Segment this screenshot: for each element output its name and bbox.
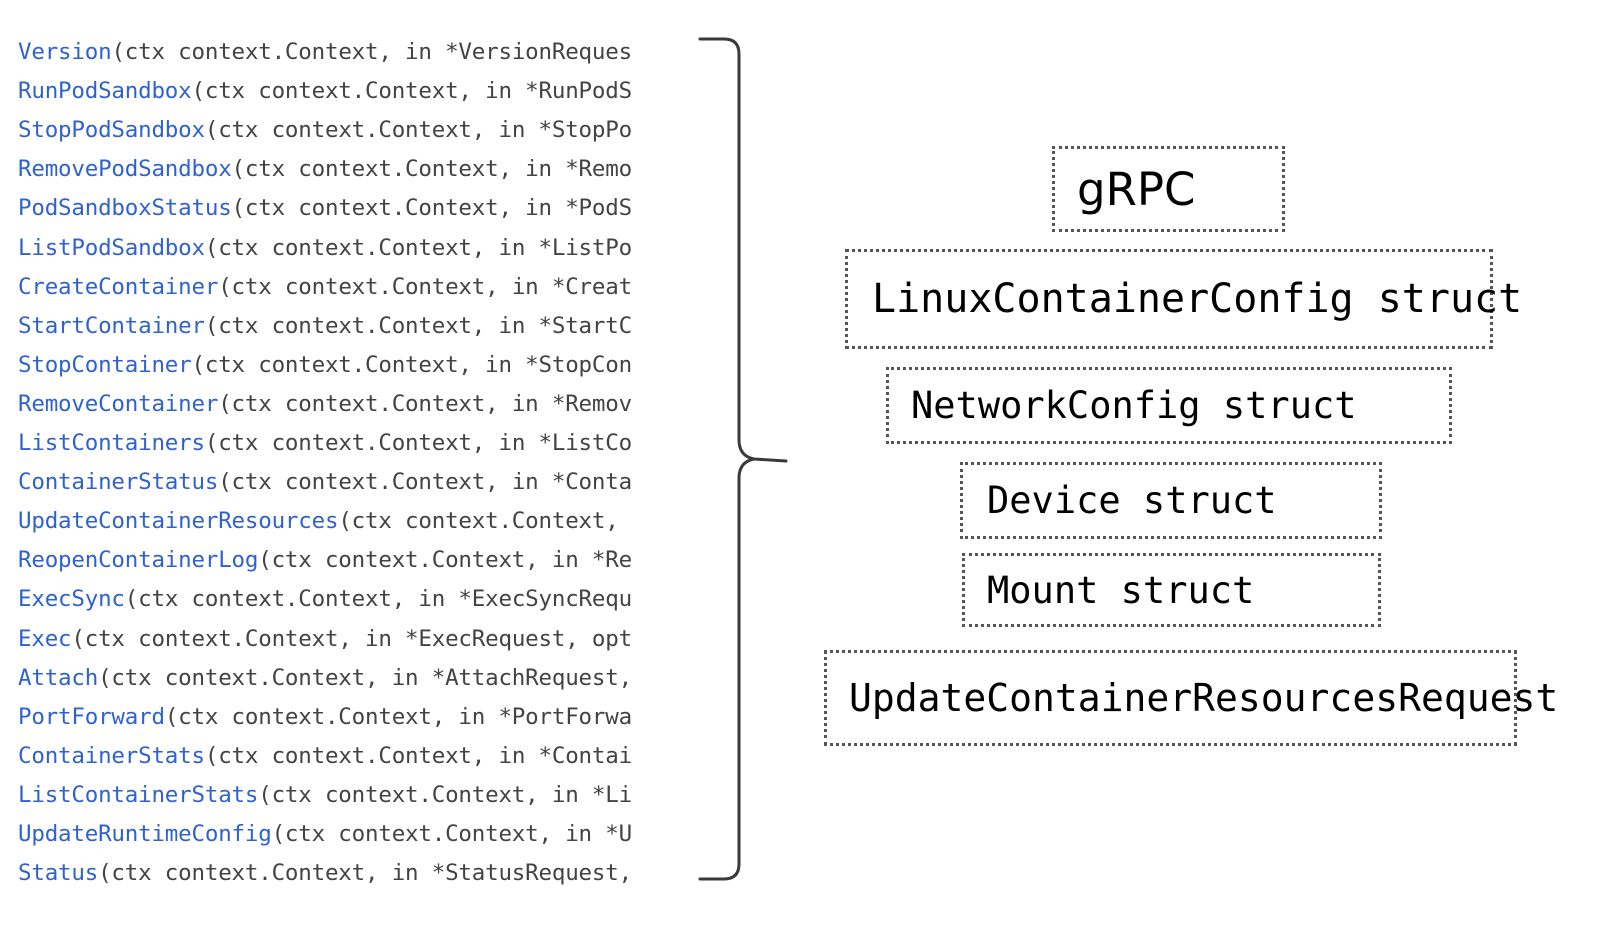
method-signature: (ctx context.Context, in *StopPo [204,117,632,144]
method-name: PodSandboxStatus [18,195,232,222]
method-signature: (ctx context.Context, in *AttachRequest, [98,664,632,691]
method-signature: (ctx context.Context, in *Li [258,781,632,808]
method-line: UpdateRuntimeConfig(ctx context.Context,… [18,820,632,848]
struct-box-grpc-label: gRPC [1077,162,1196,216]
method-name: UpdateContainerResources [18,508,339,535]
method-name: CreateContainer [18,273,219,300]
method-name: PortForward [18,703,165,730]
method-name: RunPodSandbox [18,78,192,105]
method-line: StopPodSandbox(ctx context.Context, in *… [18,116,632,144]
struct-box-linuxcontainerconfig-label: LinuxContainerConfig struct [872,276,1523,322]
method-line: RemoveContainer(ctx context.Context, in … [18,390,632,418]
method-line: Status(ctx context.Context, in *StatusRe… [18,859,632,887]
method-signature: (ctx context.Context, in *Contai [204,742,632,769]
method-line: ContainerStatus(ctx context.Context, in … [18,468,632,496]
method-signature: (ctx context.Context, in *StopCon [191,351,633,378]
method-name: ListPodSandbox [18,234,205,261]
method-signature: (ctx context.Context, in *PortForwa [164,703,632,730]
method-name: ListContainerStats [18,781,259,808]
method-line: ReopenContainerLog(ctx context.Context, … [18,546,632,574]
method-signature: (ctx context.Context, in *Re [258,547,632,574]
grouping-curly-brace [694,36,790,882]
method-signature: (ctx context.Context, in *Creat [218,273,632,300]
struct-box-device: Device struct [960,462,1382,539]
struct-box-networkconfig-label: NetworkConfig struct [911,384,1357,427]
struct-box-mount: Mount struct [962,553,1381,627]
method-signature: (ctx context.Context, [338,508,632,535]
method-signature: (ctx context.Context, in *RunPodS [191,78,633,105]
struct-box-updatecontainerresourcesrequest: UpdateContainerResourcesRequest [824,650,1558,746]
method-signature: (ctx context.Context, in *ListPo [204,234,632,261]
method-line: ListContainers(ctx context.Context, in *… [18,429,632,457]
method-line: CreateContainer(ctx context.Context, in … [18,273,632,301]
method-line: RunPodSandbox(ctx context.Context, in *R… [18,77,632,105]
method-name: ContainerStatus [18,469,219,496]
method-signature: (ctx context.Context, in *ExecRequest, o… [71,625,632,652]
method-name: StopContainer [18,351,192,378]
method-name: ReopenContainerLog [18,547,259,574]
method-name: StopPodSandbox [18,117,205,144]
method-name: StartContainer [18,312,205,339]
method-line: PortForward(ctx context.Context, in *Por… [18,703,632,731]
method-name: Version [18,39,112,65]
method-signature: (ctx context.Context, in *ExecSyncRequ [124,586,632,613]
code-right-clip-mask [655,0,715,937]
method-signature-list: Version(ctx context.Context, in *Version… [0,0,658,937]
method-signature: (ctx context.Context, in *U [271,821,633,847]
method-name: Attach [18,664,99,691]
method-line: Version(ctx context.Context, in *Version… [18,38,632,66]
method-line: ListPodSandbox(ctx context.Context, in *… [18,234,632,262]
method-signature: (ctx context.Context, in *Remov [218,390,632,417]
method-signature: (ctx context.Context, in *ListCo [204,430,632,456]
method-line: Exec(ctx context.Context, in *ExecReques… [18,625,632,653]
method-name: RemoveContainer [18,390,219,417]
struct-box-linuxcontainerconfig: LinuxContainerConfig struct [845,249,1522,349]
method-signature: (ctx context.Context, in *StartC [204,312,632,339]
method-signature: (ctx context.Context, in *PodS [231,195,633,222]
method-name: Exec [18,625,72,652]
struct-box-grpc: gRPC [1052,146,1285,232]
method-signature: (ctx context.Context, in *StatusRequest, [98,860,632,887]
method-line: ListContainerStats(ctx context.Context, … [18,781,632,809]
method-name: RemovePodSandbox [18,156,232,183]
method-line: StopContainer(ctx context.Context, in *S… [18,351,632,379]
struct-box-mount-label: Mount struct [987,568,1255,612]
method-signature: (ctx context.Context, in *VersionReques [111,39,632,65]
struct-box-updatecontainerresourcesrequest-label: UpdateContainerResourcesRequest [849,676,1559,720]
struct-box-device-label: Device struct [987,479,1277,522]
method-line: ExecSync(ctx context.Context, in *ExecSy… [18,585,632,613]
method-name: Status [18,860,99,887]
method-line: PodSandboxStatus(ctx context.Context, in… [18,194,632,222]
method-line: UpdateContainerResources(ctx context.Con… [18,507,632,535]
method-line: StartContainer(ctx context.Context, in *… [18,312,632,340]
method-signature: (ctx context.Context, in *Conta [218,469,632,496]
struct-box-networkconfig: NetworkConfig struct [886,367,1452,444]
method-name: ExecSync [18,586,125,613]
method-line: RemovePodSandbox(ctx context.Context, in… [18,155,632,183]
method-signature: (ctx context.Context, in *Remo [231,156,633,183]
method-name: ContainerStats [18,742,205,769]
method-name: ListContainers [18,430,205,456]
method-line: ContainerStats(ctx context.Context, in *… [18,742,632,770]
method-line: Attach(ctx context.Context, in *AttachRe… [18,664,632,692]
method-name: UpdateRuntimeConfig [18,821,272,847]
